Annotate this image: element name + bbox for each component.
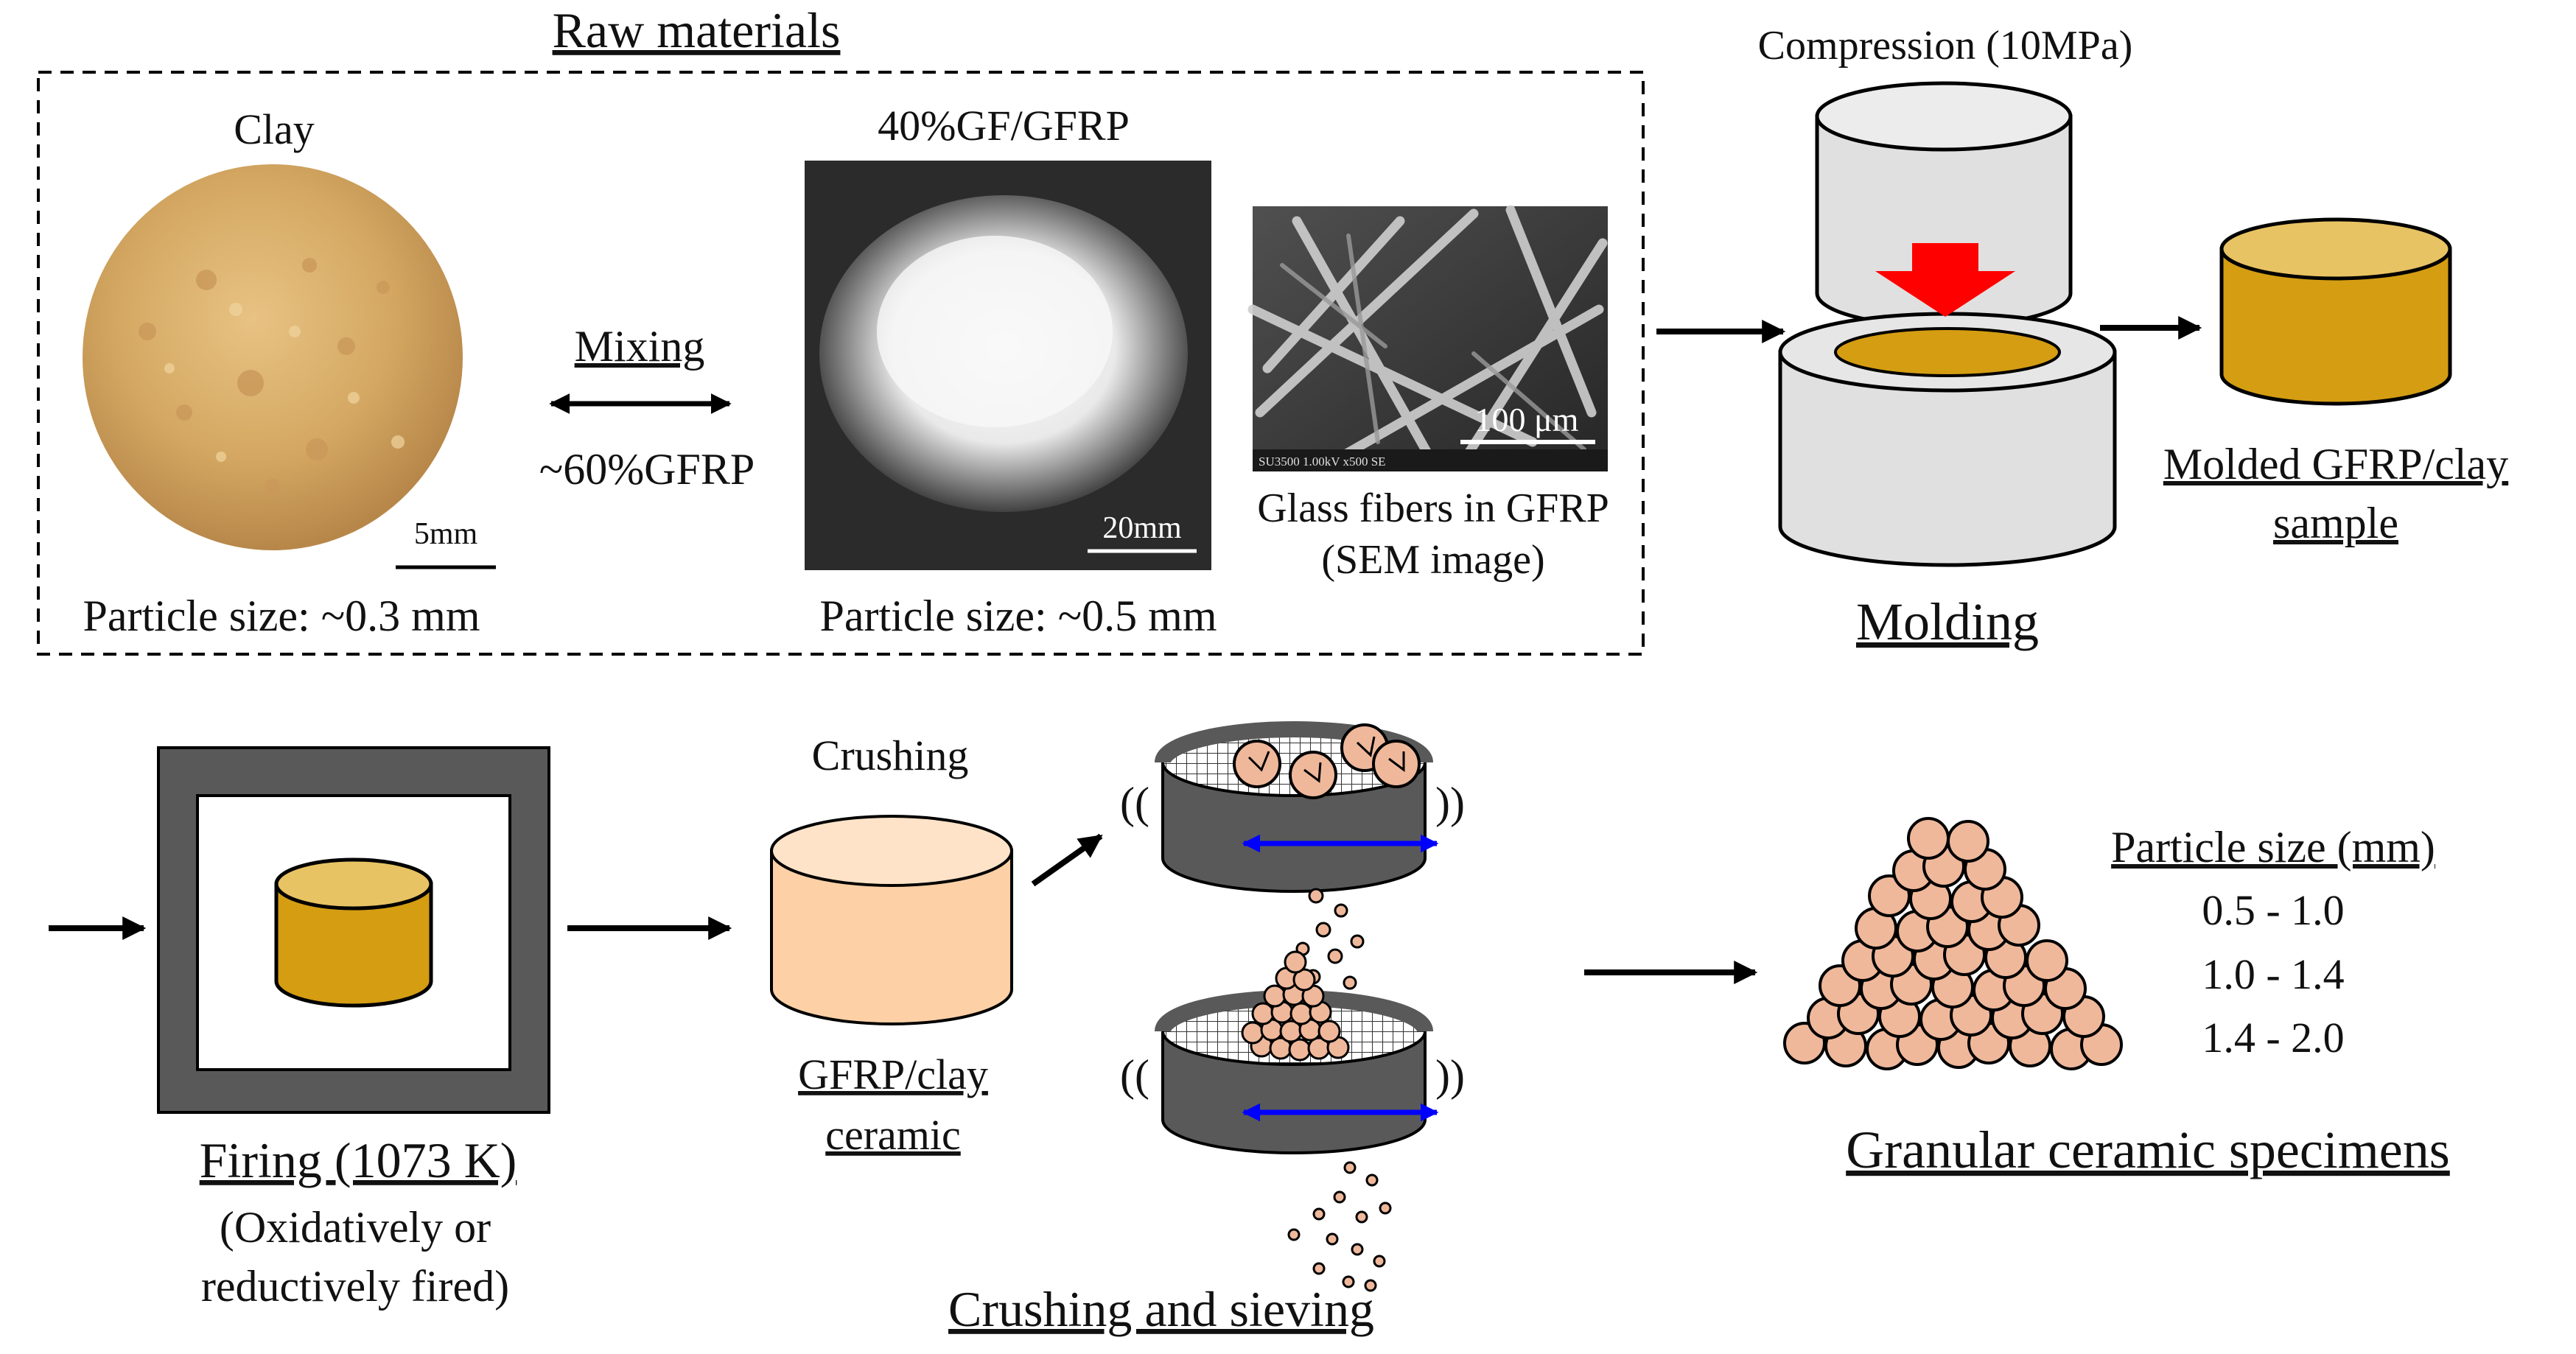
granule <box>1907 817 1950 860</box>
mixing-ratio: ~60%GFRP <box>539 445 755 494</box>
crushing-label: Crushing <box>812 732 969 779</box>
granule <box>2026 939 2068 982</box>
molded-sample-line2: sample <box>2273 499 2398 547</box>
upper-sieve-vibration-right: )) <box>1435 779 1465 827</box>
sem-caption-line2: (SEM image) <box>1321 537 1544 583</box>
sem-caption-line1: Glass fibers in GFRP <box>1257 485 1609 531</box>
firing-step-label: Firing (1073 K) <box>200 1132 517 1188</box>
lower-sieve <box>1155 950 1439 1154</box>
upper-sieve-vibration-left: (( <box>1120 779 1149 827</box>
granule-pile <box>1783 817 2123 1070</box>
clay-scale-label: 5mm <box>414 517 478 551</box>
clay-title: Clay <box>234 105 315 153</box>
crushing-sieving-step-label: Crushing and sieving <box>948 1281 1374 1337</box>
furnace-sample <box>274 882 433 1008</box>
falling-particles-lower <box>1287 1161 1392 1292</box>
gfrp-scale-label: 20mm <box>1102 511 1182 545</box>
molding-step-label: Molding <box>1856 592 2039 651</box>
falling-particles-upper <box>1295 888 1365 990</box>
molded-powder-in-die <box>1834 327 2061 377</box>
gfrp-photo <box>805 161 1211 570</box>
arrow-to-sieve <box>1031 833 1103 887</box>
raw-materials-section: Raw materials Clay 5mm Particle size: ~0… <box>37 2 1645 656</box>
sieved-pile <box>1241 950 1350 1062</box>
granules-step-label: Granular ceramic specimens <box>1846 1120 2450 1179</box>
sem-scale-label: 100 μm <box>1475 401 1579 438</box>
lower-sieve-vibration-right: )) <box>1435 1051 1465 1100</box>
sem-image <box>1247 205 1608 471</box>
compression-label: Compression (10MPa) <box>1758 23 2133 69</box>
compression-red-arrow <box>1875 243 2015 317</box>
ceramic-label-line1: GFRP/clay <box>798 1050 988 1098</box>
lower-die <box>1778 312 2117 567</box>
molded-sample <box>2219 217 2452 406</box>
fired-ceramic-cylinder <box>770 815 1013 1025</box>
particle-size-header: Particle size (mm) <box>2111 823 2435 871</box>
lower-sieve-vibration-left: (( <box>1120 1051 1149 1100</box>
gfrp-particle-size: Particle size: ~0.5 mm <box>819 592 1217 640</box>
molded-sample-line1: Molded GFRP/clay <box>2163 440 2508 488</box>
clay-particle-size: Particle size: ~0.3 mm <box>83 592 480 640</box>
firing-note-line2: reductively fired) <box>201 1262 509 1311</box>
particle-size-range-2: 1.0 - 1.4 <box>2202 950 2344 998</box>
crushed-pieces <box>1233 723 1421 799</box>
particle-size-range-3: 1.4 - 2.0 <box>2202 1014 2344 1062</box>
ceramic-label-line2: ceramic <box>825 1111 961 1159</box>
mixing-label: Mixing <box>575 322 705 371</box>
sem-instrument-text: SU3500 1.00kV x500 SE <box>1259 455 1386 469</box>
firing-note-line1: (Oxidatively or <box>220 1203 491 1252</box>
upper-sieve <box>1155 721 1439 893</box>
particle-size-range-1: 0.5 - 1.0 <box>2202 886 2344 934</box>
clay-photo <box>83 164 463 550</box>
gfrp-title: 40%GF/GFRP <box>878 102 1130 150</box>
furnace <box>157 746 550 1114</box>
raw-materials-heading: Raw materials <box>553 2 841 58</box>
raw-materials-frame <box>37 71 1645 656</box>
molding-section: Compression (10MPa) Molding <box>1758 23 2133 651</box>
granule <box>1947 820 1989 863</box>
